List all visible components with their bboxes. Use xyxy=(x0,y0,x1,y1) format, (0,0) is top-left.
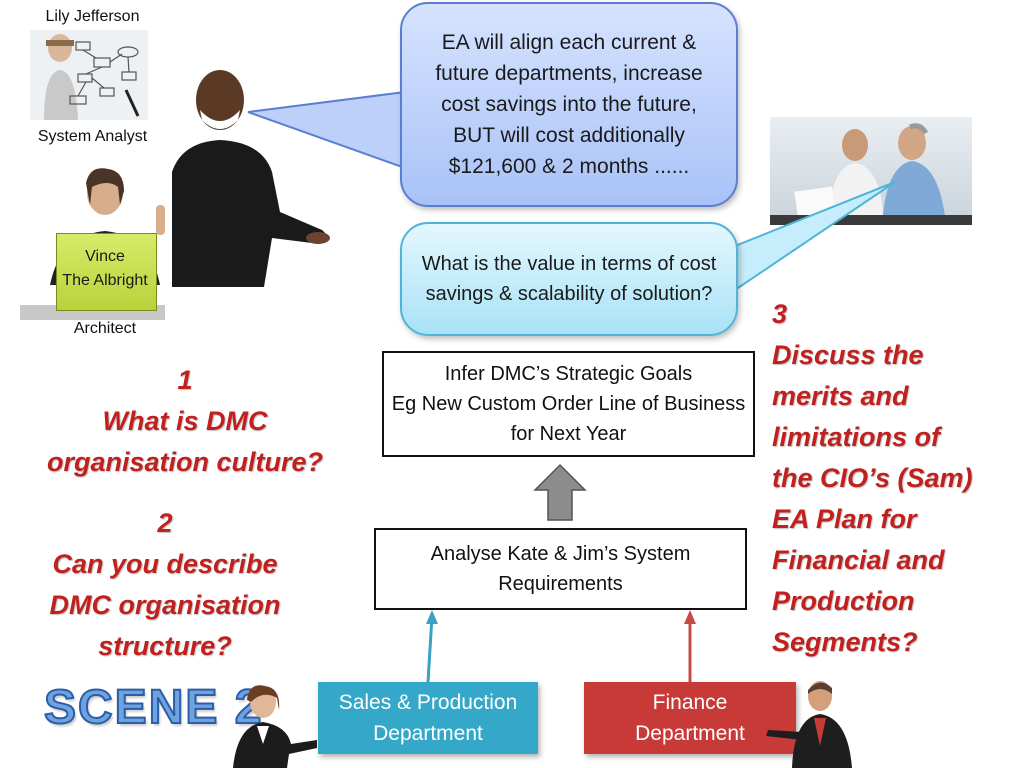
finance-dept-text: Finance Department xyxy=(635,691,745,745)
businessman-pointing-icon xyxy=(766,681,852,768)
blue-bubble-tail xyxy=(247,90,406,170)
ea-statement-text: EA will align each current & future depa… xyxy=(435,31,703,178)
value-question-text: What is the value in terms of cost savin… xyxy=(421,253,717,305)
finance-man-photo xyxy=(762,676,862,768)
vince-photo: Vince The Albright xyxy=(20,165,165,320)
question-3: 3 Discuss the merits and limitations of … xyxy=(772,299,973,657)
flow-up-arrow xyxy=(533,463,587,521)
presenter-man-icon xyxy=(172,70,330,287)
laptop-screen xyxy=(56,233,157,311)
finance-department: Finance Department xyxy=(584,682,796,754)
system-requirements-text: Analyse Kate & Jim’s System Requirements xyxy=(430,543,691,595)
cyan-bubble-tail xyxy=(734,181,896,292)
scene-title: SCENE 2 xyxy=(43,680,264,735)
sales-dept-text: Sales & Production Department xyxy=(338,691,518,745)
sales-production-department: Sales & Production Department xyxy=(318,682,538,754)
strategic-goals-box: Infer DMC’s Strategic Goals Eg New Custo… xyxy=(382,351,755,457)
lily-name-label: Lily Jefferson xyxy=(45,8,140,25)
question-2: 2 Can you describe DMC organisation stru… xyxy=(49,508,281,661)
businesswoman-photo xyxy=(225,684,320,768)
finance-connector-head xyxy=(684,610,696,624)
system-requirements-box: Analyse Kate & Jim’s System Requirements xyxy=(374,528,747,610)
lily-role-label: System Analyst xyxy=(37,128,148,145)
vince-role-label: Architect xyxy=(73,320,137,337)
sales-connector xyxy=(426,615,434,683)
value-question-bubble: What is the value in terms of cost savin… xyxy=(400,222,738,336)
businesswoman-icon xyxy=(233,685,317,768)
presenter-photo xyxy=(172,62,332,287)
flowchart-drawing-icon xyxy=(44,34,140,120)
ea-statement-bubble: EA will align each current & future depa… xyxy=(400,2,738,207)
sales-connector-head xyxy=(426,610,438,624)
question-1: 1 What is DMC organisation culture? xyxy=(46,365,324,477)
meeting-photo xyxy=(770,117,972,225)
strategic-goals-text: Infer DMC’s Strategic Goals Eg New Custo… xyxy=(391,363,746,445)
lily-photo xyxy=(30,30,148,120)
vince-screen-text: Vince The Albright xyxy=(62,248,148,289)
